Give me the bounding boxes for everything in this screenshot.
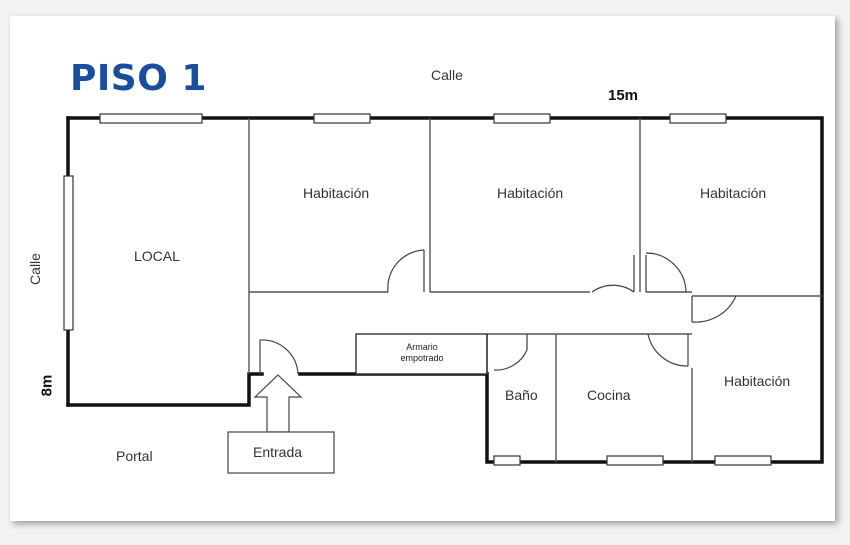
page-title: PISO 1 (70, 58, 207, 99)
street-label-left: Calle (26, 253, 43, 285)
window-kitchen (606, 455, 664, 466)
entrance-arrow (253, 374, 303, 433)
exterior-wall (66, 116, 824, 464)
door-room4 (691, 295, 737, 323)
door-bathroom (493, 349, 528, 371)
closet-label-line2: empotrado (400, 353, 444, 363)
door-room1 (387, 249, 425, 293)
kitchen-label: Cocina (587, 387, 631, 403)
window-local-left (63, 175, 74, 331)
floor-plan-sheet (10, 16, 835, 521)
door-room3 (645, 252, 687, 293)
width-dimension: 15m (608, 87, 639, 104)
local-label: LOCAL (134, 248, 180, 264)
room2-label: Habitación (497, 185, 564, 201)
window-room4 (714, 455, 772, 466)
portal-label: Portal (116, 448, 153, 464)
closet-label-line1: Armario (406, 342, 438, 352)
door-room2 (591, 284, 635, 293)
street-label-top: Calle (431, 67, 463, 83)
window-local-top (99, 113, 203, 124)
room1-label: Habitación (303, 185, 370, 201)
bathroom-label: Baño (505, 387, 538, 403)
room4-label: Habitación (724, 373, 791, 389)
door-kitchen (647, 333, 689, 367)
entrance-box (227, 431, 335, 474)
closet-label: Armario empotrado (358, 342, 486, 364)
window-room2 (493, 113, 551, 124)
entrance-label: Entrada (253, 444, 303, 460)
exterior-wall-local (66, 372, 264, 407)
window-room3 (669, 113, 727, 124)
window-bathroom (493, 455, 521, 466)
room3-label: Habitación (700, 185, 767, 201)
door-entrance (259, 339, 299, 375)
height-dimension: 8m (38, 374, 56, 397)
window-room1 (313, 113, 371, 124)
